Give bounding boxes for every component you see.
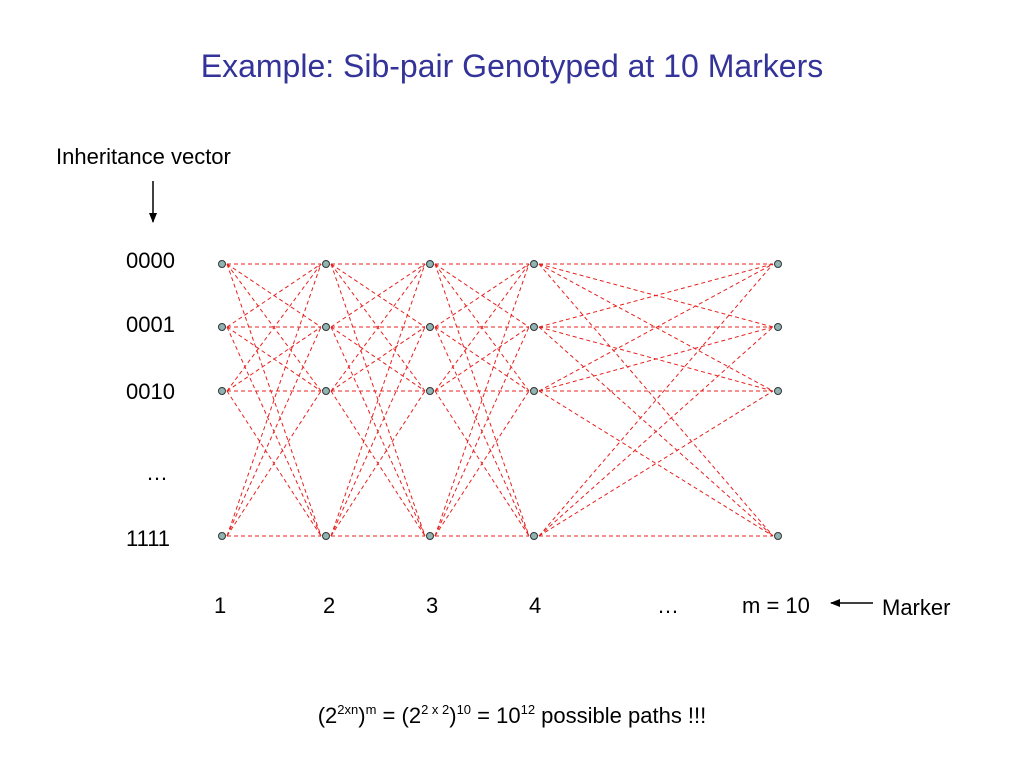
formula-close1: ) bbox=[358, 703, 366, 728]
state-node-3-0001 bbox=[426, 323, 434, 331]
state-node-m10-0000 bbox=[774, 260, 782, 268]
formula-tail: possible paths !!! bbox=[535, 703, 707, 728]
transition-edge-4-1111-to-m10-0001 bbox=[538, 326, 774, 537]
state-node-1-0010 bbox=[218, 387, 226, 395]
state-node-1-0000 bbox=[218, 260, 226, 268]
transition-edge-4-0010-to-m10-0001 bbox=[538, 326, 774, 392]
state-node-2-1111 bbox=[322, 532, 330, 540]
marker-label-m10: m = 10 bbox=[742, 593, 810, 618]
marker-label-ellipsis: … bbox=[657, 593, 679, 618]
transition-edge-2-0001-to-3-0000 bbox=[330, 263, 426, 328]
state-node-3-0010 bbox=[426, 387, 434, 395]
state-label-ellipsis: … bbox=[146, 460, 168, 485]
transition-edge-3-0010-to-4-0000 bbox=[434, 263, 530, 392]
transition-edge-1-1111-to-2-0001 bbox=[226, 326, 322, 537]
transition-edge-4-0001-to-m10-0000 bbox=[538, 263, 774, 328]
transition-edge-2-1111-to-3-0001 bbox=[330, 326, 426, 537]
state-node-4-0000 bbox=[530, 260, 538, 268]
transition-edge-4-0000-to-m10-1111 bbox=[538, 263, 774, 537]
state-label-0000: 0000 bbox=[126, 248, 175, 273]
marker-label-4: 4 bbox=[529, 593, 542, 618]
formula-exp5: 12 bbox=[520, 702, 536, 717]
state-node-2-0000 bbox=[322, 260, 330, 268]
state-node-m10-0001 bbox=[774, 323, 782, 331]
transition-edge-1-0010-to-2-0001 bbox=[226, 326, 322, 392]
formula-exp3: 2 x 2 bbox=[421, 702, 450, 717]
transition-edge-1-0001-to-2-0000 bbox=[226, 263, 322, 328]
transition-edge-1-0010-to-2-0000 bbox=[226, 263, 322, 392]
transition-edge-3-1111-to-4-0000 bbox=[434, 263, 530, 537]
formula-exp4: 10 bbox=[456, 702, 472, 717]
transition-edge-3-1111-to-4-0001 bbox=[434, 326, 530, 537]
state-node-3-1111 bbox=[426, 532, 434, 540]
transition-edge-3-1111-to-4-0010 bbox=[434, 390, 530, 537]
transition-edge-2-0010-to-3-0001 bbox=[330, 326, 426, 392]
state-node-m10-1111 bbox=[774, 532, 782, 540]
marker-axis-label: Marker bbox=[882, 595, 951, 620]
state-node-1-0001 bbox=[218, 323, 226, 331]
slide-title: Example: Sib-pair Genotyped at 10 Marker… bbox=[200, 48, 824, 84]
marker-label-1: 1 bbox=[214, 593, 227, 618]
state-node-4-1111 bbox=[530, 532, 538, 540]
state-node-m10-0010 bbox=[774, 387, 782, 395]
state-node-2-0010 bbox=[322, 387, 330, 395]
state-node-2-0001 bbox=[322, 323, 330, 331]
formula-mid: = (2 bbox=[376, 703, 422, 728]
state-label-0001: 0001 bbox=[126, 312, 175, 337]
transition-edge-4-1111-to-m10-0010 bbox=[538, 390, 774, 537]
transition-edge-4-0010-to-m10-1111 bbox=[538, 390, 774, 537]
transition-edge-2-0010-to-3-0000 bbox=[330, 263, 426, 392]
transition-edge-2-1111-to-3-0010 bbox=[330, 390, 426, 537]
formula-exp2: m bbox=[365, 702, 377, 717]
formula-open1: (2 bbox=[317, 703, 338, 728]
transition-edge-1-1111-to-2-0010 bbox=[226, 390, 322, 537]
state-label-0010: 0010 bbox=[126, 379, 175, 404]
formula-eq: = 10 bbox=[471, 703, 521, 728]
state-node-3-0000 bbox=[426, 260, 434, 268]
transition-edge-3-0010-to-4-0001 bbox=[434, 326, 530, 392]
state-node-4-0001 bbox=[530, 323, 538, 331]
inheritance-vector-label: Inheritance vector bbox=[56, 144, 231, 169]
possible-paths-formula: (22xn)m = (22 x 2)10 = 1012 possible pat… bbox=[0, 703, 1024, 729]
marker-label-2: 2 bbox=[323, 593, 336, 618]
transition-edge-3-0001-to-4-0000 bbox=[434, 263, 530, 328]
state-node-1-1111 bbox=[218, 532, 226, 540]
transition-edge-2-1111-to-3-0000 bbox=[330, 263, 426, 537]
state-node-4-0010 bbox=[530, 387, 538, 395]
transition-edge-4-0010-to-m10-0000 bbox=[538, 263, 774, 392]
formula-close2: ) bbox=[449, 703, 457, 728]
transition-edge-4-1111-to-m10-0000 bbox=[538, 263, 774, 537]
transition-edge-1-1111-to-2-0000 bbox=[226, 263, 322, 537]
formula-exp1: 2xn bbox=[337, 702, 359, 717]
state-label-1111: 1111 bbox=[126, 526, 171, 551]
marker-label-3: 3 bbox=[426, 593, 439, 618]
